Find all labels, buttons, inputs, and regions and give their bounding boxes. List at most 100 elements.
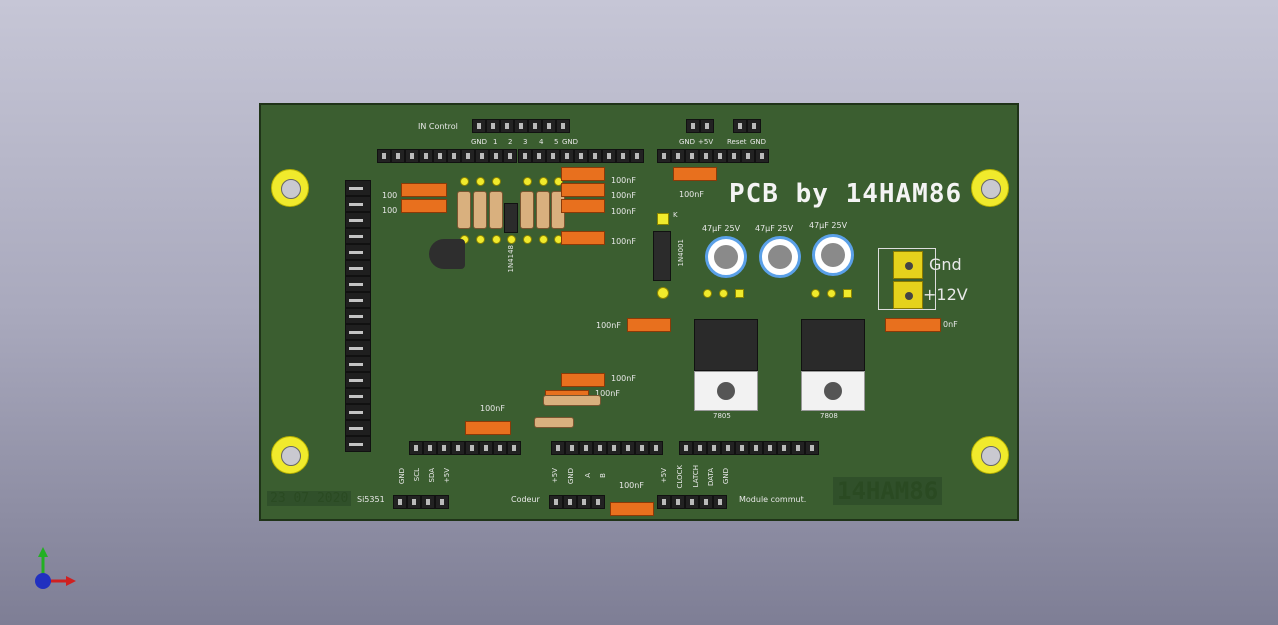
diode-small-label: 1N4148 xyxy=(507,245,515,273)
reset-header xyxy=(733,119,761,133)
reset-pin-reset: Reset xyxy=(727,138,747,146)
reset-pin-gnd: GND xyxy=(750,138,767,146)
power-pin-5v: +5V xyxy=(698,138,714,146)
capacitor-c2 xyxy=(401,199,447,213)
elcap2-label: 47µF 25V xyxy=(755,224,794,233)
cap-label-c4: 100nF xyxy=(611,191,636,200)
cap-label-c9: 100nF xyxy=(596,321,621,330)
arduino-header-bottom-3 xyxy=(679,441,819,455)
regulator-7808-body xyxy=(801,319,865,371)
board-date: 23 07 2020 xyxy=(267,491,352,506)
module-pin-gnd: GND xyxy=(722,468,730,485)
mounting-hole-bottom-left xyxy=(271,436,309,474)
power-pin-gnd: GND xyxy=(679,138,696,146)
cap-label-c11: 100nF xyxy=(595,389,620,398)
arduino-header-top-2 xyxy=(518,149,644,163)
cap-label-c1: 100 xyxy=(382,191,398,200)
cap-label-c7: 100nF xyxy=(679,190,704,199)
arduino-header-top-3 xyxy=(657,149,769,163)
resistor-r2 xyxy=(473,191,487,229)
si-pin-5v: +5V xyxy=(443,468,451,484)
cap-label-c6: 100nF xyxy=(611,237,636,246)
mounting-hole-bottom-right xyxy=(971,436,1009,474)
cap-label-c13: 100nF xyxy=(619,481,644,490)
regulator-7805-label: 7805 xyxy=(713,412,731,420)
diode-k-label: K xyxy=(673,211,678,219)
arduino-header-bottom-1 xyxy=(409,441,521,455)
module-header xyxy=(657,495,727,509)
coder-pin-gnd: GND xyxy=(567,468,575,485)
electrolytic-cap-2 xyxy=(759,236,801,278)
module-pin-data: DATA xyxy=(707,468,715,487)
resistor-r4 xyxy=(520,191,534,229)
in-control-label: IN Control xyxy=(418,122,458,131)
resistor-r8 xyxy=(534,417,574,428)
cap-label-c2: 100 xyxy=(382,206,398,215)
in-pin-5: 5 xyxy=(554,138,559,146)
cap-label-c10: 100nF xyxy=(611,374,636,383)
coder-name: Codeur xyxy=(511,495,540,504)
in-pin-2: 2 xyxy=(508,138,513,146)
in-pin-1: 1 xyxy=(493,138,498,146)
si-name: Si5351 xyxy=(357,495,385,504)
power-header xyxy=(686,119,714,133)
electrolytic-cap-3 xyxy=(812,234,854,276)
in-pin-gnd2: GND xyxy=(562,138,579,146)
coder-pin-b: B xyxy=(599,473,607,478)
left-vertical-header xyxy=(345,180,371,452)
si-pin-sda: SDA xyxy=(428,468,436,483)
capacitor-c9 xyxy=(627,318,671,332)
elcap1-label: 47µF 25V xyxy=(702,224,741,233)
module-pin-5v: +5V xyxy=(660,468,668,484)
si-pin-scl: SCL xyxy=(413,468,421,482)
capacitor-c4 xyxy=(561,183,605,197)
capacitor-c12 xyxy=(465,421,511,435)
cap-label-c12: 100nF xyxy=(480,404,505,413)
board-title: PCB by 14HAM86 xyxy=(729,179,963,209)
arduino-header-top-1 xyxy=(377,149,517,163)
regulator-7808-label: 7808 xyxy=(820,412,838,420)
resistor-r3 xyxy=(489,191,503,229)
electrolytic-cap-1 xyxy=(705,236,747,278)
capacitor-c10 xyxy=(561,373,605,387)
terminal-12v-label: +12V xyxy=(923,285,968,304)
resistor-r7 xyxy=(543,395,601,406)
elcap3-label: 47µF 25V xyxy=(809,221,848,230)
diode-1n4001 xyxy=(653,231,671,281)
mounting-hole-top-right xyxy=(971,169,1009,207)
capacitor-c5 xyxy=(561,199,605,213)
coder-pin-5v: +5V xyxy=(551,468,559,484)
transistor xyxy=(429,239,465,269)
coder-header xyxy=(549,495,605,509)
regulator-7805-tab xyxy=(694,371,758,411)
capacitor-c13 xyxy=(610,502,654,516)
power-terminal-block xyxy=(878,248,936,310)
board-signature: 14HAM86 xyxy=(833,477,943,505)
cap-label-c8: 0nF xyxy=(943,320,958,329)
resistor-r5 xyxy=(536,191,550,229)
cap-label-c5: 100nF xyxy=(611,207,636,216)
terminal-gnd-label: Gnd xyxy=(929,255,962,274)
capacitor-c6 xyxy=(561,231,605,245)
module-pin-clock: CLOCK xyxy=(676,465,684,489)
arduino-header-bottom-2 xyxy=(551,441,663,455)
resistor-r1 xyxy=(457,191,471,229)
xyz-axes-icon xyxy=(35,547,76,589)
in-pin-3: 3 xyxy=(523,138,528,146)
in-control-header xyxy=(472,119,570,133)
si-pin-gnd: GND xyxy=(398,468,406,485)
mounting-hole-top-left xyxy=(271,169,309,207)
si5351-header xyxy=(393,495,449,509)
cap-label-c3: 100nF xyxy=(611,176,636,185)
regulator-7805-body xyxy=(694,319,758,371)
capacitor-c3 xyxy=(561,167,605,181)
pcb-board: PCB by 14HAM86 IN Control GND 1 2 3 4 5 … xyxy=(259,103,1019,521)
coder-pin-a: A xyxy=(584,473,592,478)
diode-small xyxy=(504,203,518,233)
diode-1n4001-label: 1N4001 xyxy=(677,239,685,267)
in-pin-gnd: GND xyxy=(471,138,488,146)
module-pin-latch: LATCH xyxy=(692,465,700,488)
capacitor-c8 xyxy=(885,318,941,332)
capacitor-c1 xyxy=(401,183,447,197)
